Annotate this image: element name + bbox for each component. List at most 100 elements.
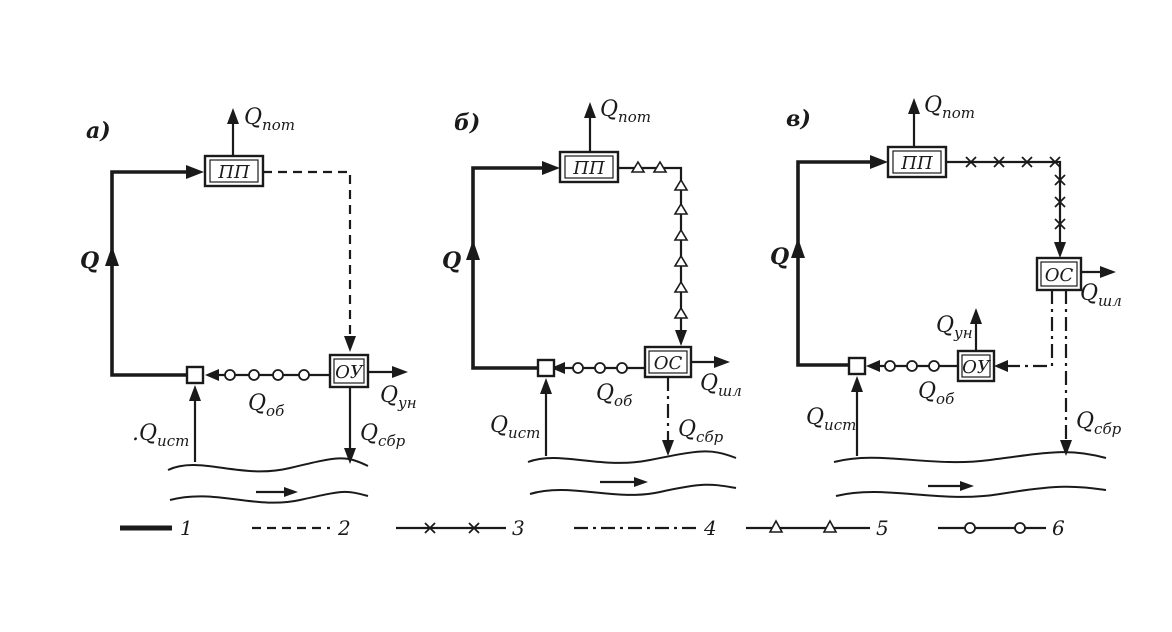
panel-a: а) ПП Qпот ОУ Qоб — [80, 105, 417, 504]
panel-b-qshl-arrow — [714, 356, 730, 368]
panel-c-cross-marker — [993, 156, 1005, 168]
panel-a-qob-label: Qоб — [248, 391, 285, 420]
panel-a-flow-arrow — [284, 487, 298, 497]
legend-swatch-3-markers — [424, 522, 480, 534]
legend-swatch-5-marker — [822, 519, 838, 533]
panel-c-return-arrow — [866, 360, 880, 372]
panel-b-flow-arrow — [634, 477, 648, 487]
panel-a-dashed-line — [263, 170, 352, 345]
legend: 1 2 3 4 5 6 — [120, 516, 1065, 540]
panel-a-qun-arrow — [392, 366, 408, 378]
legend-label-6: 6 — [1052, 516, 1065, 540]
panel-b-qob-label: Qоб — [596, 381, 633, 410]
panel-c-box-pp: ПП — [886, 145, 948, 179]
panel-c-cross-arrow — [1054, 242, 1066, 258]
panel-c-cross-markers — [965, 156, 1066, 230]
panel-a-return-arrow — [205, 369, 219, 381]
panel-a-box-ou-label: ОУ — [335, 362, 365, 383]
panel-b: б) ПП Qпот ОС Qоб — [442, 97, 742, 496]
panel-b-sludge-marker — [673, 202, 689, 215]
panel-b-sludge-marker — [673, 228, 689, 241]
panel-b-sludge-marker — [673, 178, 689, 191]
legend-label-2: 2 — [337, 516, 351, 540]
panel-a-box-ou: ОУ — [328, 353, 370, 389]
panel-a-return-marker — [272, 369, 284, 381]
panel-c-return-marker — [884, 360, 896, 372]
panel-c-cross-marker — [1054, 174, 1066, 186]
panel-b-sludge-marker — [673, 254, 689, 267]
panel-c-qun-label: Qун — [936, 313, 973, 342]
legend-swatch-5-marker — [768, 519, 784, 533]
panel-c-junction — [847, 356, 867, 376]
panel-b-sludge-marker — [652, 160, 668, 173]
panel-b-box-oc: ОС — [643, 345, 693, 379]
panel-a-box-pp: ПП — [203, 154, 265, 188]
panel-b-supply-arrow — [542, 161, 560, 175]
panel-c-supply-arrow — [870, 155, 888, 169]
panel-a-river-top — [167, 457, 369, 473]
panel-c-main-supply-line — [796, 160, 882, 367]
panel-b-qsbr-label: Qсбр — [678, 417, 724, 446]
legend-swatch-6-marker — [1014, 522, 1026, 534]
panel-b-letter: б) — [454, 110, 480, 136]
panel-c-river-top — [833, 451, 1107, 464]
panel-b-box-pp-label: ПП — [572, 158, 605, 179]
panel-b-main-supply-line — [471, 166, 554, 370]
panel-c-recycle-line — [1002, 290, 1054, 368]
panel-b-intake-arrow — [540, 378, 552, 394]
panel-c-qob-label: Qоб — [918, 379, 955, 408]
panel-b-river-bottom — [529, 483, 737, 496]
panel-c-cross-marker — [1054, 218, 1066, 230]
panel-b-sludge-line — [618, 166, 683, 338]
panel-b-q-arrow — [466, 240, 480, 260]
panel-c-qsbr-label: Qсбр — [1076, 409, 1122, 438]
panel-c-qpot-label: Qпот — [924, 93, 975, 122]
panel-c-flow-arrow — [960, 481, 974, 491]
legend-label-5: 5 — [876, 516, 889, 540]
panel-a-intake-arrow — [189, 385, 201, 401]
panel-b-qshl-label: Qшл — [700, 371, 742, 400]
panel-b-q-label: Q — [442, 248, 461, 274]
panel-a-return-marker — [248, 369, 260, 381]
panel-b-qist-label: Qист — [490, 413, 540, 442]
panel-a-river-bottom — [169, 490, 369, 504]
panel-c-river-bottom — [835, 485, 1107, 498]
panel-c-qist-label: Qист — [806, 405, 856, 434]
panel-c-box-pp-label: ПП — [900, 153, 933, 174]
panel-c-intake-arrow — [851, 376, 863, 392]
panel-b-discharge-arrow — [662, 440, 674, 456]
panel-a-qpot-arrow — [227, 108, 239, 124]
panel-a-qun-label: Qун — [380, 383, 417, 412]
panel-a-return-marker — [298, 369, 310, 381]
panel-c-cross-line — [946, 160, 1062, 250]
legend-label-3: 3 — [512, 516, 525, 540]
panel-c-letter: в) — [786, 106, 811, 132]
panel-c-discharge-arrow — [1060, 440, 1072, 456]
panel-b-junction — [536, 358, 556, 378]
panel-c-return-marker — [928, 360, 940, 372]
panel-c-box-oc-label: ОС — [1045, 265, 1074, 286]
panel-a-letter: а) — [86, 118, 111, 144]
panel-c-q-arrow — [791, 238, 805, 258]
panel-b-sludge-marker — [673, 280, 689, 293]
legend-swatch-6-marker — [964, 522, 976, 534]
panel-a-discharge-arrow — [344, 448, 356, 464]
panel-b-river-top — [527, 450, 737, 464]
panel-c-qpot-arrow — [908, 98, 920, 114]
panel-c-cross-marker — [1049, 156, 1061, 168]
panel-b-return-arrow — [551, 362, 565, 374]
panel-c-qshl-arrow — [1100, 266, 1116, 278]
panel-a-q-label: Q — [80, 248, 99, 274]
panel-b-sludge-marker — [673, 306, 689, 319]
panel-a-qsbr-label: Qсбр — [360, 421, 406, 450]
panel-c-recycle-arrow — [994, 360, 1008, 372]
panel-b-box-pp: ПП — [558, 150, 620, 184]
legend-label-4: 4 — [703, 516, 717, 540]
panel-c-qun-arrow — [970, 308, 982, 324]
panel-b-return-marker — [616, 362, 628, 374]
panel-c-box-ou: ОУ — [956, 349, 996, 383]
panel-a-junction — [185, 365, 205, 385]
panel-b-return-marker — [572, 362, 584, 374]
panel-c-qshl-label: Qшл — [1080, 281, 1122, 310]
